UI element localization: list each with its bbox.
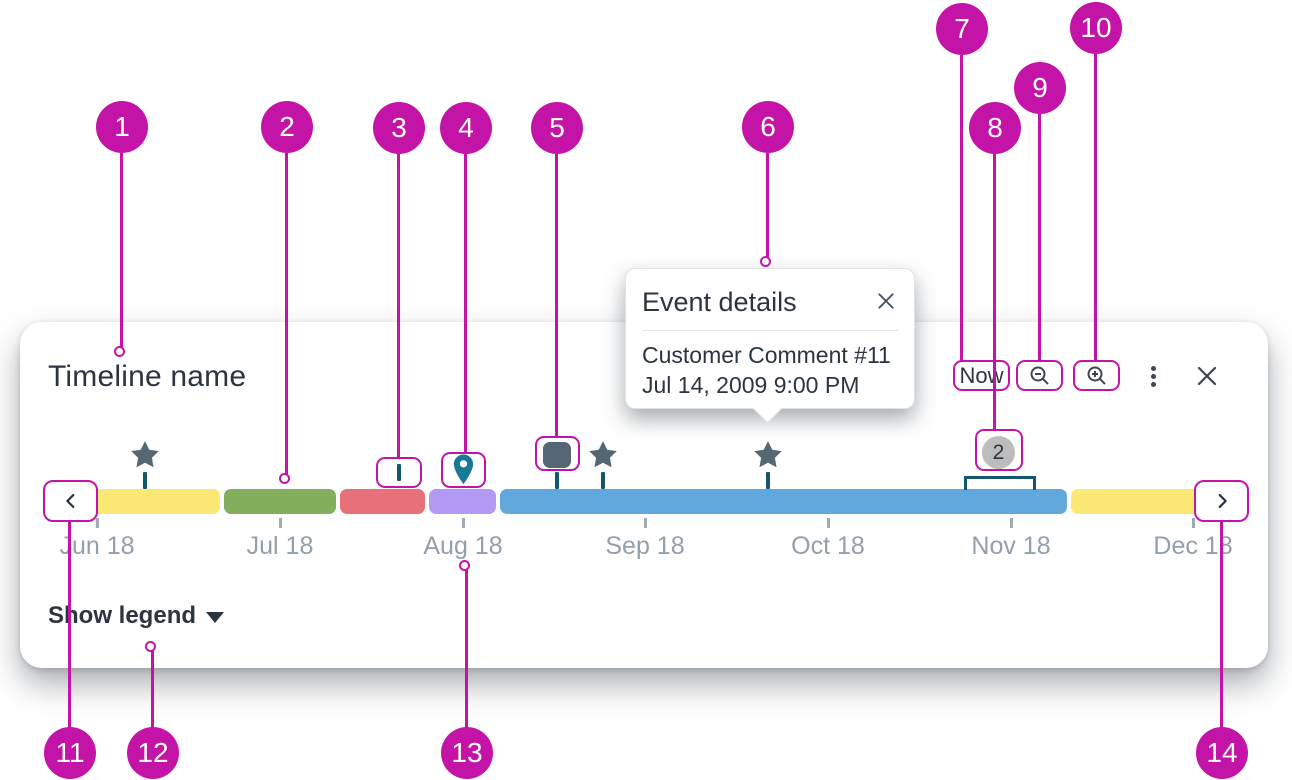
magnifier-plus-icon bbox=[1085, 364, 1109, 388]
event-time: Jul 14, 2009 9:00 PM bbox=[642, 372, 860, 398]
callout-line-7 bbox=[960, 55, 963, 361]
now-button[interactable]: Now bbox=[953, 360, 1010, 391]
callout-12: 12 bbox=[127, 727, 179, 779]
callout-line-10 bbox=[1094, 54, 1097, 361]
callout-dot-6 bbox=[760, 256, 771, 267]
callout-line-5 bbox=[555, 154, 558, 437]
callout-line-11 bbox=[68, 521, 71, 728]
callout-8: 8 bbox=[969, 102, 1021, 154]
event-name: Customer Comment #11 bbox=[642, 342, 891, 368]
callout-line-2 bbox=[285, 153, 288, 475]
callout-line-9 bbox=[1038, 114, 1041, 361]
axis-tick bbox=[96, 518, 99, 528]
cluster-range-bracket bbox=[964, 476, 1036, 490]
event-tick bbox=[601, 472, 605, 489]
axis-tick bbox=[827, 518, 830, 528]
event-tick bbox=[766, 472, 770, 489]
month-label: Aug 18 bbox=[423, 532, 503, 560]
show-legend-label: Show legend bbox=[48, 602, 197, 629]
zoom-in-button[interactable] bbox=[1073, 360, 1120, 391]
callout-line-14 bbox=[1220, 521, 1223, 728]
callout-dot-2 bbox=[279, 473, 290, 484]
axis-tick bbox=[279, 518, 282, 528]
callout-line-13 bbox=[465, 570, 468, 728]
overflow-menu-button[interactable] bbox=[1146, 362, 1160, 390]
month-label: Jul 18 bbox=[246, 532, 314, 560]
instant-event-tick[interactable] bbox=[397, 464, 401, 481]
callout-line-1 bbox=[120, 153, 123, 348]
location-pin-icon[interactable] bbox=[449, 453, 478, 488]
month-label: Jun 18 bbox=[59, 532, 135, 560]
callout-3: 3 bbox=[373, 102, 425, 154]
square-event-icon[interactable] bbox=[543, 442, 571, 468]
popover-title: Event details bbox=[642, 287, 797, 317]
month-label: Nov 18 bbox=[971, 532, 1051, 560]
show-legend-toggle[interactable]: Show legend bbox=[48, 602, 225, 630]
scroll-left-button[interactable] bbox=[43, 480, 98, 522]
month-label: Sep 18 bbox=[605, 532, 685, 560]
event-details-popover: Event details Customer Comment #11 Jul 1… bbox=[625, 268, 915, 424]
star-event-icon[interactable] bbox=[752, 439, 784, 471]
zoom-out-button[interactable] bbox=[1016, 360, 1063, 391]
callout-14: 14 bbox=[1196, 727, 1248, 779]
event-tick bbox=[143, 472, 147, 489]
axis-tick bbox=[644, 518, 647, 528]
caret-down-icon bbox=[206, 612, 225, 623]
month-label: Oct 18 bbox=[791, 532, 865, 560]
callout-4: 4 bbox=[440, 102, 492, 154]
event-tick bbox=[555, 472, 559, 489]
callout-dot-13 bbox=[459, 560, 470, 571]
axis-tick bbox=[462, 518, 465, 528]
callout-13: 13 bbox=[441, 727, 493, 779]
timeline-segment-red[interactable] bbox=[340, 489, 425, 514]
callout-line-12 bbox=[151, 651, 154, 728]
callout-line-6 bbox=[766, 153, 769, 257]
cluster-count-badge[interactable]: 2 bbox=[982, 436, 1015, 469]
popover-body: Customer Comment #11 Jul 14, 2009 9:00 P… bbox=[642, 340, 891, 400]
callout-9: 9 bbox=[1014, 62, 1066, 114]
timeline-title: Timeline name bbox=[48, 360, 247, 393]
scroll-right-button[interactable] bbox=[1194, 480, 1249, 522]
callout-line-8 bbox=[993, 154, 996, 430]
chevron-left-icon bbox=[60, 490, 82, 512]
callout-line-4 bbox=[464, 154, 467, 452]
popover-close-icon[interactable] bbox=[876, 291, 896, 311]
callout-2: 2 bbox=[261, 101, 313, 153]
axis-tick bbox=[1010, 518, 1013, 528]
callout-dot-1 bbox=[114, 346, 125, 357]
popover-divider bbox=[642, 330, 898, 331]
star-event-icon[interactable] bbox=[129, 439, 161, 471]
callout-line-3 bbox=[397, 154, 400, 459]
axis-tick bbox=[1192, 518, 1195, 528]
timeline-segment-green[interactable] bbox=[224, 489, 336, 514]
callout-7: 7 bbox=[936, 3, 988, 55]
star-event-icon[interactable] bbox=[587, 439, 619, 471]
callout-6: 6 bbox=[742, 101, 794, 153]
magnifier-minus-icon bbox=[1028, 364, 1052, 388]
callout-5: 5 bbox=[531, 102, 583, 154]
callout-dot-12 bbox=[145, 641, 156, 652]
timeline-segment-purple[interactable] bbox=[429, 489, 496, 514]
month-label: Dec 18 bbox=[1153, 532, 1233, 560]
close-icon[interactable] bbox=[1195, 364, 1219, 388]
callout-10: 10 bbox=[1070, 2, 1122, 54]
callout-1: 1 bbox=[96, 101, 148, 153]
callout-11: 11 bbox=[44, 727, 96, 779]
chevron-right-icon bbox=[1211, 490, 1233, 512]
timeline-segment-blue[interactable] bbox=[500, 489, 1067, 514]
